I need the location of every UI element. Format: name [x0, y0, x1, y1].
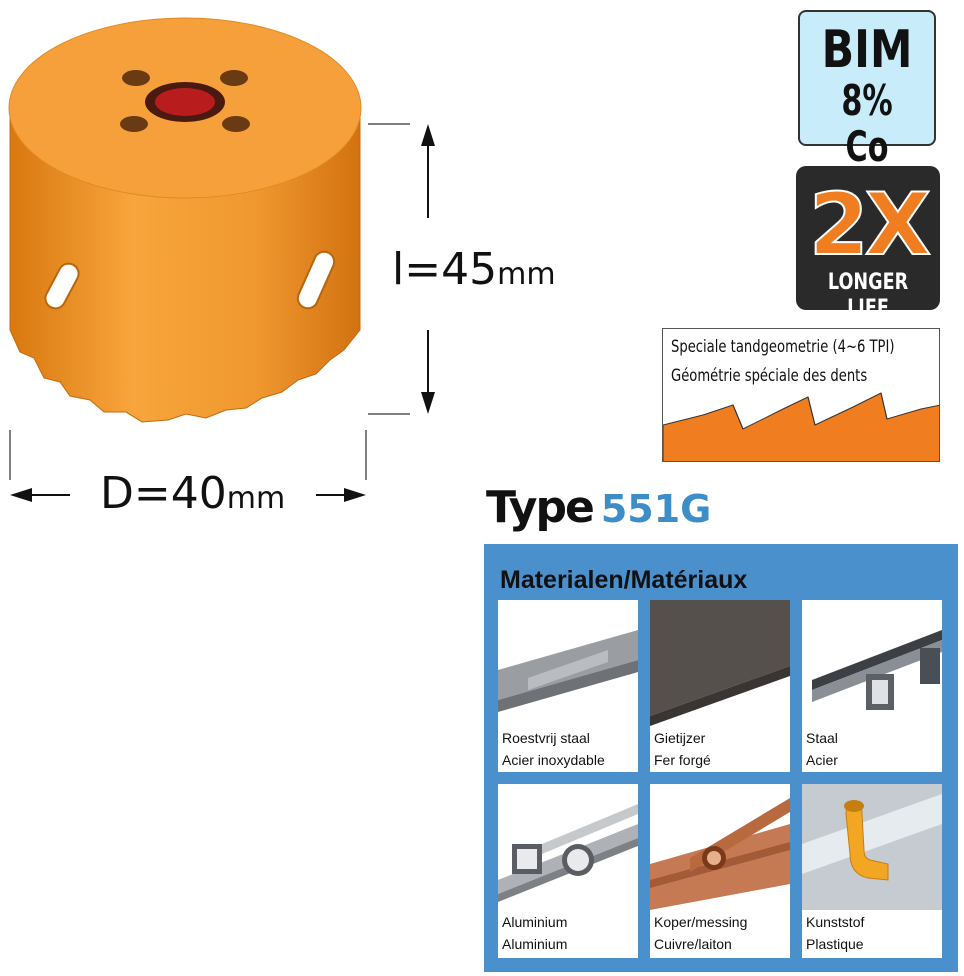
longer-life-multiplier: 2X [808, 175, 932, 275]
material-tile-cast-iron: Gietijzer Fer forgé [650, 600, 790, 772]
bim-material-badge: BIM 8% Co [798, 10, 936, 170]
material-label-nl: Aluminium [502, 914, 568, 930]
material-tile-aluminium: Aluminium Aluminium [498, 784, 638, 958]
stainless-steel-icon [498, 600, 638, 726]
material-label-fr: Plastique [806, 936, 864, 952]
diameter-dimension: D=40mm [100, 468, 285, 519]
hole-saw-image [8, 17, 435, 502]
material-label-fr: Fer forgé [654, 752, 711, 768]
material-label-nl: Staal [806, 730, 838, 746]
type-code: 551G [600, 487, 712, 531]
aluminium-icon [498, 784, 638, 910]
length-value: l=45 [392, 244, 498, 295]
material-label-nl: Koper/messing [654, 914, 748, 930]
plastic-icon [802, 784, 942, 910]
type-word: Type [486, 482, 595, 533]
material-label-fr: Aluminium [502, 936, 568, 952]
materials-panel: Materialen/Matériaux Roestvrij staal Aci… [484, 544, 958, 972]
material-label-nl: Kunststof [806, 914, 865, 930]
material-label-nl: Roestvrij staal [502, 730, 590, 746]
material-tile-copper-brass: Koper/messing Cuivre/laiton [650, 784, 790, 958]
material-label-fr: Acier inoxydable [502, 752, 605, 768]
material-tile-stainless-steel: Roestvrij staal Acier inoxydable [498, 600, 638, 772]
tooth-geometry-nl: Speciale tandgeometrie (4~6 TPI) [671, 337, 895, 357]
tooth-profile-icon [663, 392, 939, 461]
longer-life-badge: 2X LONGER LIFE [796, 166, 940, 321]
steel-icon [802, 600, 942, 726]
material-tile-plastic: Kunststof Plastique [802, 784, 942, 958]
tooth-geometry-box: Speciale tandgeometrie (4~6 TPI) Géométr… [662, 328, 940, 462]
longer-life-text: LONGER LIFE [827, 270, 909, 321]
material-label-fr: Cuivre/laiton [654, 936, 732, 952]
cast-iron-icon [650, 600, 790, 726]
materials-title: Materialen/Matériaux [500, 566, 748, 594]
length-unit: mm [497, 257, 556, 292]
length-dimension: l=45mm [392, 244, 556, 295]
material-label-fr: Acier [806, 752, 838, 768]
bim-badge-line2: 8% Co [841, 76, 893, 171]
diameter-value: D=40 [100, 468, 227, 519]
tooth-geometry-fr: Géométrie spéciale des dents [671, 366, 868, 386]
material-tile-steel: Staal Acier [802, 600, 942, 772]
copper-brass-icon [650, 784, 790, 910]
bim-badge-line1: BIM [821, 20, 913, 80]
diameter-unit: mm [226, 481, 286, 516]
material-label-nl: Gietijzer [654, 730, 706, 746]
